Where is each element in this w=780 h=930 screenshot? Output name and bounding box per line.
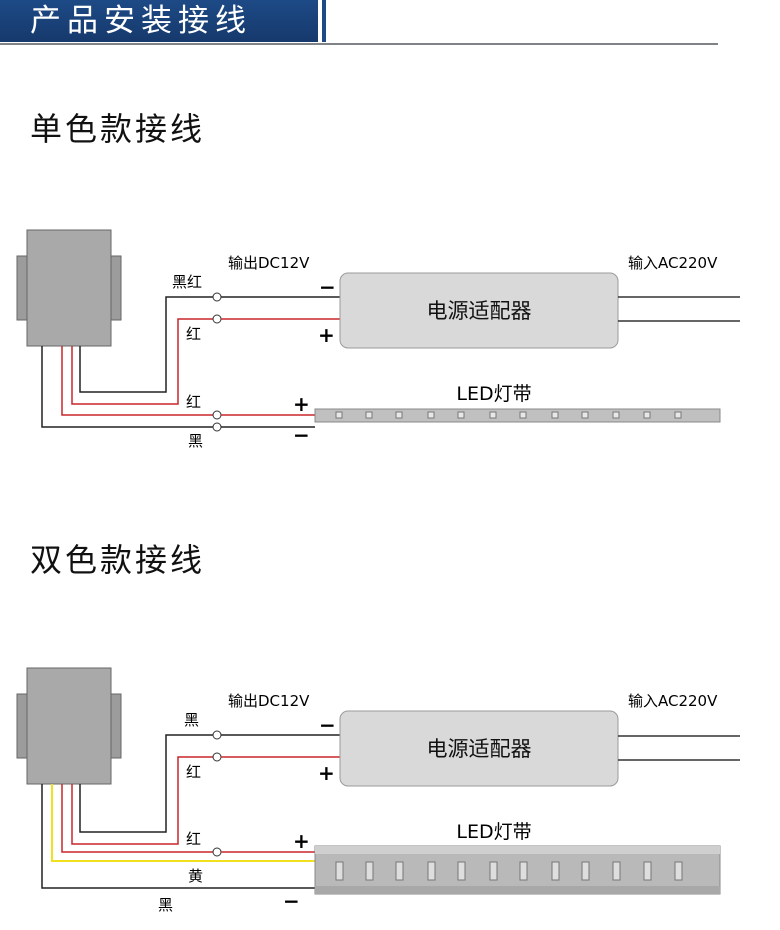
wire-red-strip (61, 784, 214, 853)
output-label: 输出DC12V (228, 254, 310, 272)
header-divider (0, 43, 718, 45)
wiring-diagram-single: 电源适配器 输出DC12V 输入AC220V 黑红 红 红 黑 − + + − … (16, 229, 740, 450)
wire-label-red-strip: 红 (186, 393, 201, 411)
terminal (212, 422, 222, 432)
strip-minus-sign: − (283, 889, 300, 913)
wire-yellow-strip (51, 784, 315, 862)
section-title-single: 单色款接线 (30, 110, 206, 148)
strip-plus-sign: + (293, 829, 310, 853)
adapter-label: 电源适配器 (427, 299, 532, 323)
power-adapter (339, 710, 619, 787)
terminal (212, 730, 222, 740)
strip-minus-sign: − (293, 423, 310, 447)
wire-label-black-strip: 黑 (158, 896, 173, 914)
adapter-minus-sign: − (319, 275, 336, 299)
strip-plus-sign: + (293, 392, 310, 416)
led-strip-chips (335, 861, 683, 881)
wire-label-red-strip: 红 (186, 830, 201, 848)
wire-label-black-adapter: 黑 (184, 711, 199, 729)
wiring-diagram-dual: 电源适配器 输出DC12V 输入AC220V 黑 红 红 黄 黑 − + + −… (16, 667, 740, 914)
power-adapter (339, 272, 619, 349)
controller-box (26, 667, 112, 785)
wire-black-strip (41, 784, 315, 889)
wire-label-black-red: 黑红 (172, 273, 202, 291)
wire-label-black-strip: 黑 (188, 432, 203, 450)
adapter-plus-sign: + (318, 761, 335, 785)
adapter-label: 电源适配器 (427, 737, 532, 761)
wire-red-strip (61, 346, 214, 416)
adapter-minus-sign: − (319, 713, 336, 737)
terminal (212, 410, 222, 420)
header-title: 产品安装接线 (30, 3, 252, 39)
terminal (212, 314, 222, 324)
wire-label-red-adapter: 红 (186, 763, 201, 781)
input-label: 输入AC220V (628, 254, 718, 272)
led-strip-label: LED灯带 (456, 383, 531, 405)
header-accent-bar (322, 0, 326, 42)
wire-label-red-adapter: 红 (186, 325, 201, 343)
led-strip-chips (335, 411, 682, 419)
section-title-dual: 双色款接线 (30, 541, 206, 579)
terminal (212, 752, 222, 762)
led-strip-top-edge (315, 846, 720, 854)
adapter-plus-sign: + (318, 323, 335, 347)
led-strip (314, 408, 721, 423)
wire-red-adapter (71, 756, 214, 845)
controller-box (26, 229, 112, 347)
wire-black-red (79, 296, 214, 393)
wire-label-yellow-strip: 黄 (188, 867, 203, 885)
wire-black-strip (41, 346, 214, 428)
header-band (0, 0, 318, 42)
output-label: 输出DC12V (228, 692, 310, 710)
wire-black-adapter (79, 734, 214, 833)
terminal (212, 292, 222, 302)
input-label: 输入AC220V (628, 692, 718, 710)
led-strip-label: LED灯带 (456, 821, 531, 843)
led-strip-bottom-edge (315, 886, 720, 894)
wire-red-adapter (71, 318, 214, 405)
terminal (212, 847, 222, 857)
